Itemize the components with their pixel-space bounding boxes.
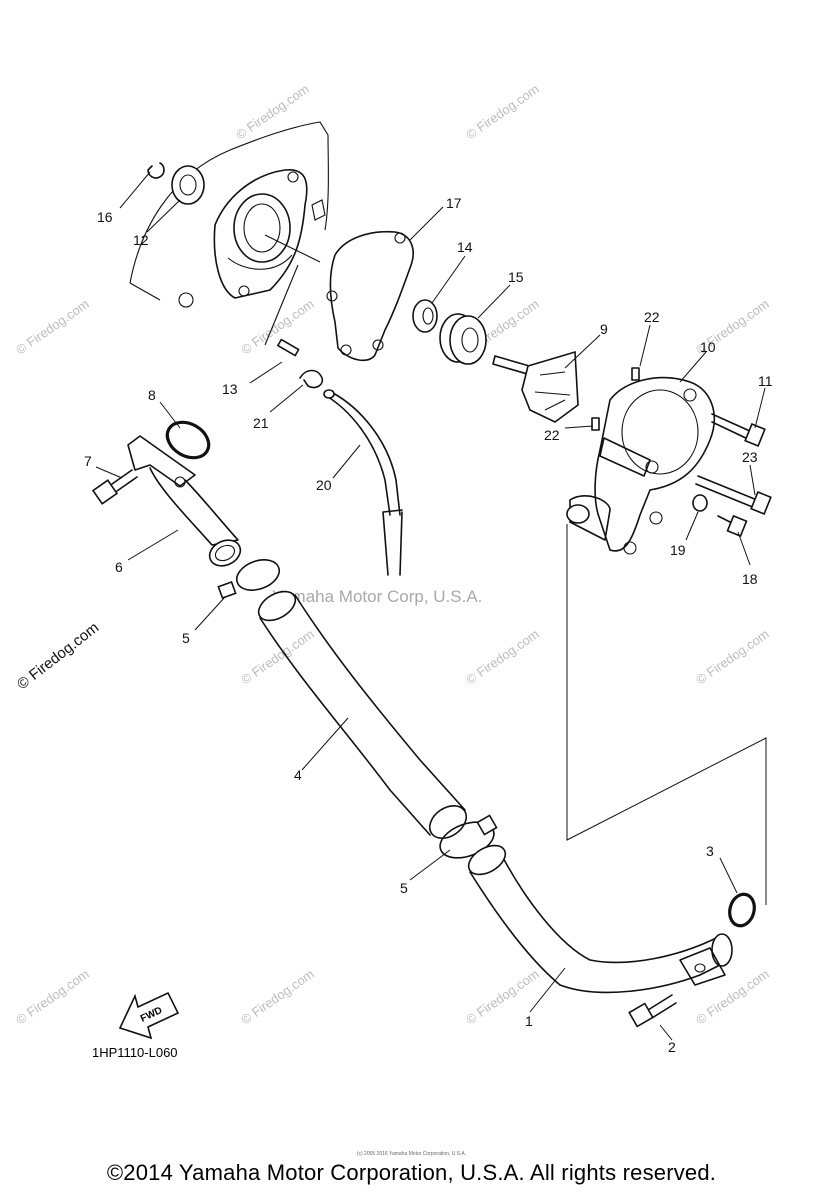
- callout-14: 14: [457, 239, 473, 255]
- callout-5-upper: 5: [182, 630, 190, 646]
- callout-15: 15: [508, 269, 524, 285]
- callout-23: 23: [742, 449, 758, 465]
- watermark-tile: © Firedog.com: [238, 966, 317, 1027]
- callout-2: 2: [668, 1039, 676, 1055]
- impeller-shaft: [492, 350, 579, 423]
- watermark-tile: © Firedog.com: [463, 81, 542, 142]
- crankcase-cover: [129, 121, 329, 346]
- bolt-long-2: [695, 475, 772, 516]
- watermark-tile: © Firedog.com: [463, 626, 542, 687]
- callout-1: 1: [525, 1013, 533, 1029]
- hose-clip: [299, 369, 324, 389]
- hose-clamp-upper: [217, 559, 281, 600]
- center-watermark: Yamaha Motor Corp, U.S.A.: [272, 587, 482, 606]
- callout-18: 18: [742, 571, 758, 587]
- callout-19: 19: [670, 542, 686, 558]
- washer: [412, 299, 438, 333]
- callout-22-lower: 22: [544, 427, 560, 443]
- callout-16: 16: [97, 209, 113, 225]
- watermark-tile: © Firedog.com: [233, 81, 312, 142]
- callout-13: 13: [222, 381, 238, 397]
- bearing: [171, 165, 205, 205]
- side-watermark: © Firedog.com: [14, 619, 102, 693]
- callout-labels: 1 2 3 4 5 5 6 7 8 9 10 11 12 13 14 15 16…: [84, 195, 773, 1055]
- bolt-short: [717, 514, 748, 538]
- callout-4: 4: [294, 767, 302, 783]
- callout-12: 12: [133, 232, 149, 248]
- callout-21: 21: [253, 415, 269, 431]
- bolt-long: [711, 413, 766, 448]
- callout-8: 8: [148, 387, 156, 403]
- dowel-pin: [591, 417, 600, 431]
- callout-5-lower: 5: [400, 880, 408, 896]
- leader-lines: [95, 171, 766, 1041]
- watermark-tile: © Firedog.com: [238, 626, 317, 687]
- water-hose: [257, 590, 468, 840]
- watermark-tiles: © Firedog.com © Firedog.com © Firedog.co…: [13, 81, 772, 1027]
- callout-7: 7: [84, 453, 92, 469]
- bolt-elbow: [91, 469, 138, 505]
- callout-20: 20: [316, 477, 332, 493]
- washer-small: [692, 494, 708, 512]
- watermark-tile: © Firedog.com: [693, 966, 772, 1027]
- callout-3: 3: [706, 843, 714, 859]
- footer-copyright: ©2014 Yamaha Motor Corporation, U.S.A. A…: [106, 1160, 717, 1185]
- o-ring-bottom: [728, 892, 756, 928]
- watermark-tile: © Firedog.com: [13, 296, 92, 357]
- circlip: [147, 162, 165, 179]
- pump-housing-cover: [566, 376, 715, 555]
- micro-copyright: (c) 2005 2016 Yamaha Motor Corporation, …: [356, 1151, 467, 1157]
- callout-22-upper: 22: [644, 309, 660, 325]
- bolt-pipe: [628, 994, 677, 1028]
- o-ring-top: [165, 420, 211, 460]
- gasket: [326, 230, 414, 362]
- alignment-lines: [566, 524, 767, 905]
- callout-6: 6: [115, 559, 123, 575]
- diagram-code: 1HP1110-L060: [92, 1045, 178, 1060]
- callout-9: 9: [600, 321, 608, 337]
- callout-10: 10: [700, 339, 716, 355]
- fwd-arrow-icon: FWD: [118, 991, 180, 1040]
- callout-11: 11: [758, 373, 773, 389]
- watermark-tile: © Firedog.com: [13, 966, 92, 1027]
- oil-seal: [439, 313, 487, 365]
- water-pipe: [467, 844, 733, 994]
- watermark-tile: © Firedog.com: [238, 296, 317, 357]
- water-pipe-elbow: [127, 435, 242, 567]
- breather-hose: [323, 389, 403, 576]
- dowel-pin: [631, 367, 640, 381]
- pin: [277, 338, 300, 357]
- hose-clamp-lower: [439, 814, 498, 859]
- watermark-tile: © Firedog.com: [693, 626, 772, 687]
- callout-17: 17: [446, 195, 462, 211]
